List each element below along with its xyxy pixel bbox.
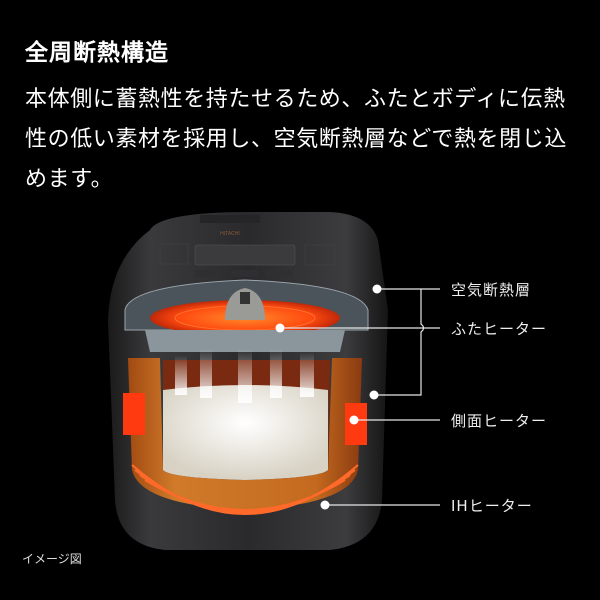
page-title: 全周断熱構造 [25, 40, 169, 66]
image-caption: イメージ図 [22, 552, 82, 566]
label-ih-heater: IHヒーター [451, 497, 533, 515]
label-air-layer: 空気断熱層 [451, 281, 532, 299]
leader-dots [275, 284, 382, 510]
lid-section [124, 279, 369, 352]
description: 本体側に蓄熱性を持たせるため、ふたとボディに伝熱性の低い素材を採用し、空気断熱層… [25, 87, 567, 192]
leader-lines [280, 288, 440, 506]
svg-text:HITACHI: HITACHI [220, 231, 240, 237]
label-lid-heater: ふたヒーター [451, 320, 548, 338]
ih-coils [131, 464, 359, 515]
label-side-heater: 側面ヒーター [451, 412, 548, 430]
side-heater-left [123, 393, 145, 435]
inner-pot [128, 348, 362, 510]
